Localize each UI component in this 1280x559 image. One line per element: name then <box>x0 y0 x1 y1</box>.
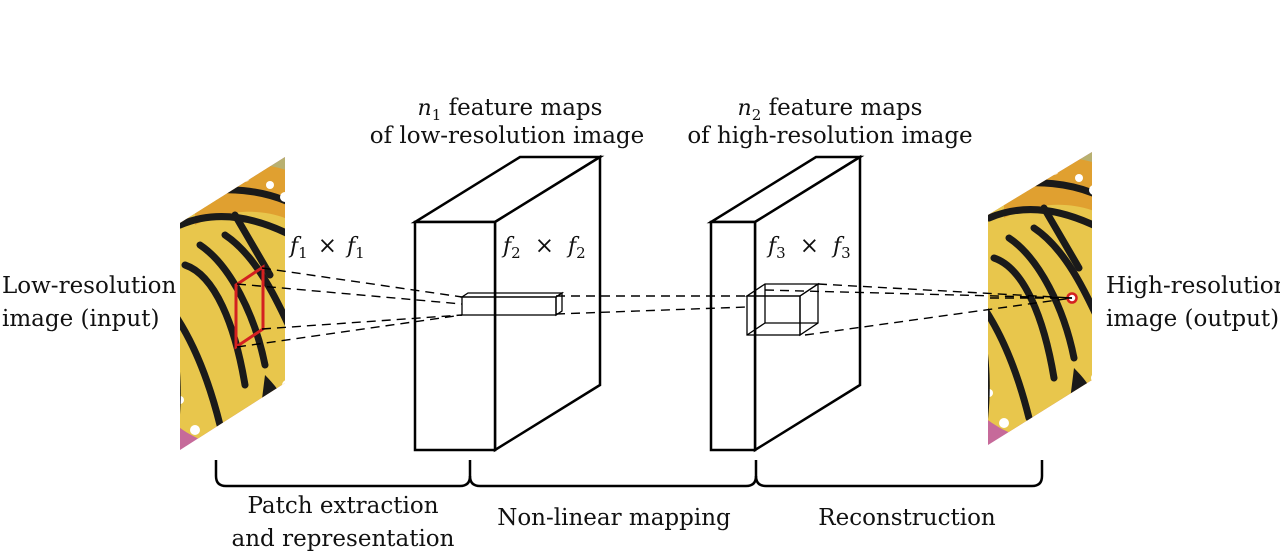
input-label-line-2: image (input) <box>2 306 159 332</box>
layer-1-title: n1 feature maps <box>418 95 603 124</box>
layer-2-title: n2 feature maps <box>738 95 923 124</box>
layer-1-patch-box <box>459 291 565 317</box>
filter-size-f1: f1×f1 <box>288 233 365 262</box>
feature-maps-layer-1 <box>410 154 605 453</box>
output-label-line-2: image (output) <box>1106 306 1279 332</box>
layer-2-subtitle: of high-resolution image <box>687 123 972 149</box>
input-label-line-1: Low-resolution <box>2 273 176 299</box>
input-image <box>165 155 305 455</box>
stage-patch-extraction-line-1: Patch extraction <box>247 493 438 519</box>
stage-patch-extraction-line-2: and representation <box>232 526 455 552</box>
stage-non-linear-mapping: Non-linear mapping <box>497 505 731 531</box>
feature-maps-layer-2 <box>706 154 865 453</box>
layer-2-patch-box <box>744 282 821 337</box>
output-label-line-1: High-resolution <box>1106 273 1280 299</box>
layer-1-subtitle: of low-resolution image <box>370 123 645 149</box>
stage-reconstruction: Reconstruction <box>818 505 996 531</box>
stage-brackets <box>214 460 1044 488</box>
connection-lines <box>236 267 1073 348</box>
